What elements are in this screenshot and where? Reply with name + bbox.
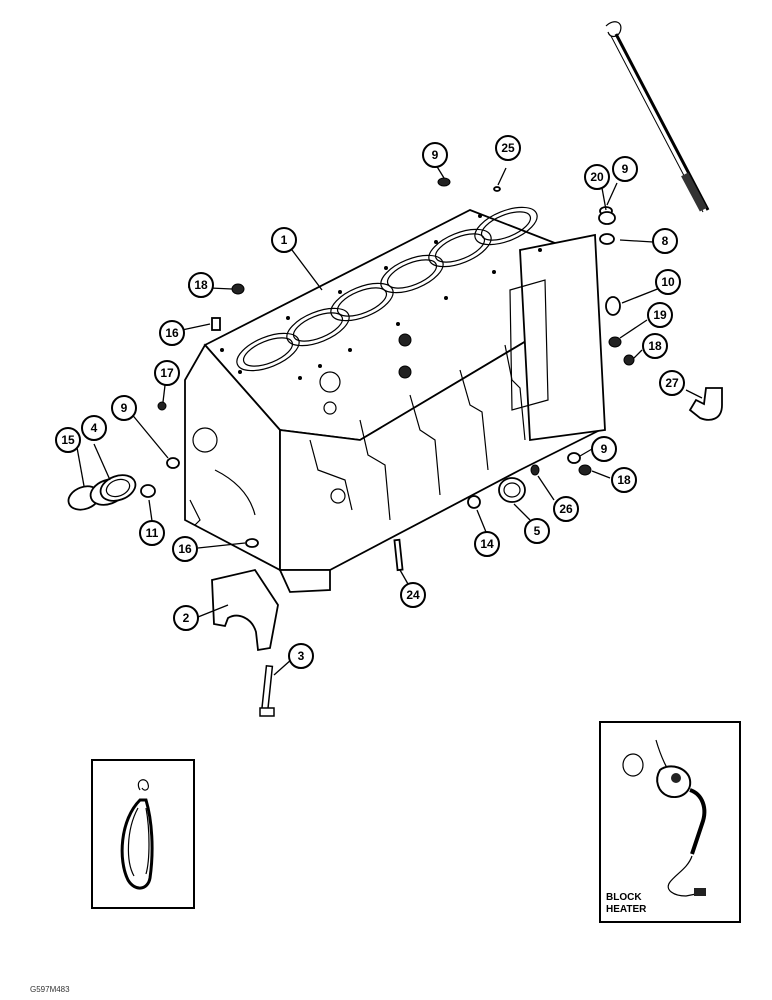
engine-block (184, 206, 606, 593)
figure-id: G597M483 (30, 985, 70, 994)
callout-16-top: 16 (159, 320, 185, 346)
svg-text:18: 18 (617, 473, 631, 487)
svg-text:14: 14 (480, 537, 494, 551)
callout-9-right: 9 (612, 156, 638, 182)
block-heater-icon (622, 739, 707, 897)
block-heater-label-line2: HEATER (606, 904, 647, 915)
plug-17 (157, 401, 167, 411)
svg-text:9: 9 (432, 148, 439, 162)
strap-icon (120, 779, 154, 890)
callout-18-top: 18 (188, 272, 214, 298)
svg-text:18: 18 (194, 278, 208, 292)
callout-17: 17 (154, 360, 180, 386)
svg-text:5: 5 (534, 524, 541, 538)
stud-24 (393, 538, 404, 572)
svg-text:11: 11 (146, 526, 159, 540)
cup-plug (140, 484, 156, 498)
block-heater-label-line1: BLOCK (606, 892, 642, 903)
strap-inset (91, 759, 195, 909)
plug-8 (599, 233, 615, 245)
plug-14 (467, 495, 481, 509)
pin-25 (493, 186, 501, 192)
callout-18-right: 18 (642, 333, 668, 359)
callout-16-bottom: 16 (172, 536, 198, 562)
callout-11: 11 (139, 520, 165, 546)
cylinder-bores (236, 206, 538, 372)
callout-1: 1 (271, 227, 297, 253)
plug-18-top (231, 283, 245, 295)
callout-5: 5 (524, 518, 550, 544)
plug-18-lower (578, 464, 592, 476)
callout-26: 26 (553, 496, 579, 522)
callout-2: 2 (173, 605, 199, 631)
callout-20: 20 (584, 164, 610, 190)
svg-text:25: 25 (501, 141, 515, 155)
callout-19: 19 (647, 302, 673, 328)
callout-24: 24 (400, 582, 426, 608)
svg-text:9: 9 (622, 162, 629, 176)
callout-14: 14 (474, 531, 500, 557)
svg-text:10: 10 (661, 275, 675, 289)
plug-18-right (623, 354, 635, 366)
svg-text:3: 3 (298, 649, 305, 663)
svg-text:1: 1 (281, 233, 288, 247)
plug-9-left (166, 457, 180, 469)
svg-text:20: 20 (590, 170, 604, 184)
callout-25: 25 (495, 135, 521, 161)
main-bearing-cap (211, 568, 279, 652)
callout-4: 4 (81, 415, 107, 441)
plug-26 (530, 464, 540, 476)
svg-text:15: 15 (61, 433, 75, 447)
svg-text:27: 27 (665, 376, 679, 390)
callout-9-top: 9 (422, 142, 448, 168)
svg-text:19: 19 (653, 308, 667, 322)
svg-text:4: 4 (91, 421, 98, 435)
plug-10 (605, 296, 621, 316)
svg-text:24: 24 (406, 588, 420, 602)
dowel-16-top (211, 317, 221, 331)
svg-text:26: 26 (559, 502, 573, 516)
cap-bolt (259, 664, 275, 717)
sleeve (89, 474, 137, 506)
cup-plug-20 (598, 211, 616, 225)
svg-text:16: 16 (165, 326, 179, 340)
callout-9-lower: 9 (591, 436, 617, 462)
svg-text:9: 9 (601, 442, 608, 456)
callout-8: 8 (652, 228, 678, 254)
callout-10: 10 (655, 269, 681, 295)
svg-text:18: 18 (648, 339, 662, 353)
svg-text:17: 17 (160, 366, 174, 380)
plug-9-lower (567, 452, 581, 464)
callout-9-left: 9 (111, 395, 137, 421)
svg-text:2: 2 (183, 611, 190, 625)
block-heater-inset: BLOCK HEATER (599, 721, 741, 923)
seal-5 (498, 477, 526, 503)
dipstick (605, 21, 710, 213)
dowel-16-bottom (245, 538, 259, 548)
callout-3: 3 (288, 643, 314, 669)
svg-text:9: 9 (121, 401, 128, 415)
callout-18-lower: 18 (611, 467, 637, 493)
callout-15: 15 (55, 427, 81, 453)
svg-text:16: 16 (178, 542, 192, 556)
plug-19 (608, 336, 622, 348)
svg-text:8: 8 (662, 234, 669, 248)
elbow-fitting (688, 387, 723, 421)
callout-27: 27 (659, 370, 685, 396)
plug-9-top (437, 177, 451, 187)
